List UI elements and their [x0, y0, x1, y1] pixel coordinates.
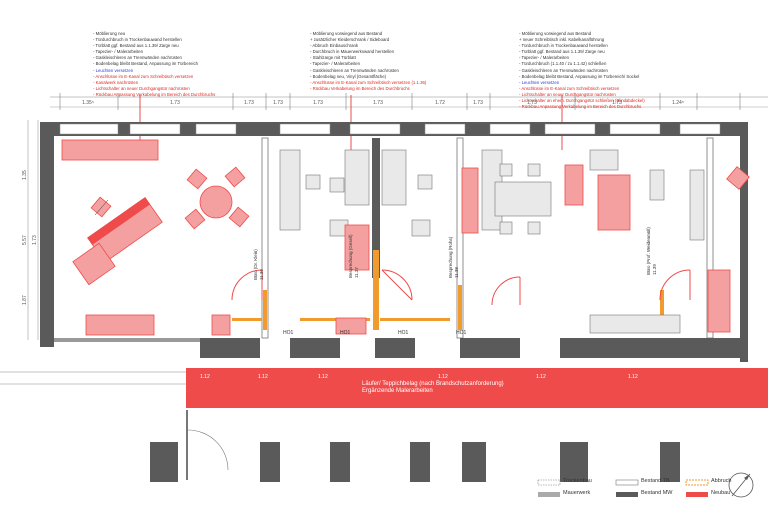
room-label: Besprechung (Gesell): [348, 234, 353, 278]
note-line: + zusätzlicher Kleiderschrank / Sideboar…: [310, 37, 390, 43]
note-line: - Bodenbelag neu, Vinyl (Gesamtfläche): [310, 73, 387, 79]
legend-trockenbau: Trockenbau: [563, 478, 592, 484]
note-line: - Türblatt ggf. Bestand aus 1.1.39/ Zarg…: [93, 43, 179, 49]
note-line: - Leuchten versetzen: [93, 67, 134, 73]
note-line: - Tapezier- / Malerarbeiten: [93, 49, 144, 55]
note-line: - Türdurchbruch (1.1.40 / zu 1.1.42) sch…: [519, 61, 607, 67]
dimension-label: 1.73: [170, 100, 180, 106]
note-line: - Lichtschalter an neuer Durchgangstür n…: [519, 91, 616, 97]
door-label: HO1: [456, 330, 467, 336]
note-room-11-36: - Möblierung neu- Türdurchbruch in Trock…: [93, 31, 215, 98]
note-line: - Tapezier- / Malerarbeiten: [310, 61, 361, 67]
note-line: - Rückbau Anpassung Verkabelung im Berei…: [93, 91, 216, 97]
note-line: - Leuchten versetzen: [519, 79, 560, 85]
corridor-dim-4: 1.12: [438, 374, 448, 380]
note-line: + neuer Schreibtisch inkl. Kabelkanalfüh…: [519, 37, 605, 43]
corridor-dim-6: 1.12: [628, 374, 638, 380]
dimension-label: 1.35⁵: [82, 100, 94, 106]
corridor-dim-2: 1.12: [258, 374, 268, 380]
note-line: - Anschlüsse im E-Kanal zum Schreibtisch…: [310, 79, 427, 85]
dimension-label: 1.73: [313, 100, 323, 106]
note-line: - Türdurchbruch in Trockenbauwand herste…: [519, 43, 608, 49]
note-line: - Bodenbelag bleibt Bestand, Anpassung i…: [519, 73, 640, 79]
note-line: - Rückbau Verkabelung im Bereich des Dur…: [310, 85, 410, 91]
corridor-label-line2: Ergänzende Malerarbeiten: [362, 388, 433, 394]
note-line: - Möblierung neu: [93, 31, 126, 36]
legend-bestand-tb: Bestand TB: [641, 478, 670, 484]
note-line: - Möblierung vorwiegend aus Bestand: [310, 31, 383, 36]
dimension-label: 1.24⁵: [672, 100, 684, 106]
dimension-label: 1.73: [244, 100, 254, 106]
note-line: - Türblatt ggf. Bestand aus 1.1.39/ Zarg…: [519, 49, 605, 55]
legend-swatches: [537, 479, 709, 497]
corridor-label-line1: Läufer/ Teppichbelag (nach Brandschutzan…: [362, 381, 504, 387]
note-line: - Lichtschalter an neuer Durchgangstür n…: [93, 85, 190, 91]
legend-abbruch: Abbruch: [711, 478, 732, 484]
note-line: - Türdurchbruch in Trockenbauwand herste…: [93, 37, 182, 43]
note-line: - Durchbruch in Mauerwerkswand herstelle…: [310, 49, 395, 55]
corridor-label: Läufer/ Teppichbelag (nach Brandschutzan…: [362, 381, 504, 395]
door-label: HO1: [283, 330, 294, 336]
dimension-label: 1.73: [373, 100, 383, 106]
room-label: Besprechung (Rohs): [448, 236, 453, 278]
note-line: - Anschlüsse im E-Kanal zum Schreibtisch…: [519, 85, 620, 91]
door-label: HO1: [340, 330, 351, 336]
legend-mauerwerk: Mauerwerk: [563, 490, 591, 496]
corridor-dim-3: 1.12: [318, 374, 328, 380]
corridor-dim-5: 1.12: [536, 374, 546, 380]
dimension-label: 1.73: [612, 100, 622, 106]
note-line: - Bodenbelag bleibt Bestand, Anpassung i…: [93, 61, 199, 67]
room-label: 11.39: [652, 264, 657, 275]
room-label: Büro (Prof. Weidenmüll): [646, 227, 651, 275]
note-line: - Kanalwerk nachrüsten: [93, 79, 139, 85]
dimension-label: 1.72: [435, 100, 445, 106]
note-line: - Gaskleischleren an Trennwänden nachrüs…: [93, 55, 182, 61]
note-line: - Abbruch Einbauschrank: [310, 43, 359, 49]
door-label: HO1: [398, 330, 409, 336]
svg-text:1.73: 1.73: [32, 235, 38, 245]
dimension-label: 1.73: [527, 100, 537, 106]
legend-neubau: Neubau: [711, 490, 731, 496]
room-label: 11.38: [454, 267, 459, 278]
corridor-dim-1: 1.12: [200, 374, 210, 380]
svg-text:1.87: 1.87: [22, 295, 28, 305]
note-line: - Möblierung vorwiegend aus Bestand: [519, 31, 592, 36]
note-line: - Gaskleischleren an Trennwänden nachrüs…: [310, 67, 399, 73]
room-label: 11.36: [259, 269, 264, 280]
svg-text:1.35: 1.35: [22, 170, 28, 180]
note-line: - Rückbau Anpassung Verkabelung im Berei…: [519, 104, 642, 110]
note-line: - Gaskleischleren an Trennwänden nachrüs…: [519, 67, 608, 73]
room-label: 11.37: [354, 267, 359, 278]
note-line: - Anschlüsse im E-Kanal zum Schreibtisch…: [93, 73, 194, 79]
note-line: - Lichtschalter an ehem. Durchgangstür s…: [519, 98, 645, 104]
dimension-label: 1.73: [473, 100, 483, 106]
note-line: - Tapezier- / Malerarbeiten: [519, 55, 570, 61]
legend-bestand-mw: Bestand MW: [641, 490, 673, 496]
dimension-label: 1.73: [273, 100, 283, 106]
room-label: Büro (Dr. Klein): [253, 249, 258, 280]
svg-text:5.57: 5.57: [22, 235, 28, 245]
note-room-11-37: - Möblierung vorwiegend aus Bestand + zu…: [310, 31, 426, 92]
note-line: - Stahlzarge mit Türblatt: [310, 55, 356, 61]
note-room-11-38: - Möblierung vorwiegend aus Bestand + ne…: [519, 31, 645, 110]
